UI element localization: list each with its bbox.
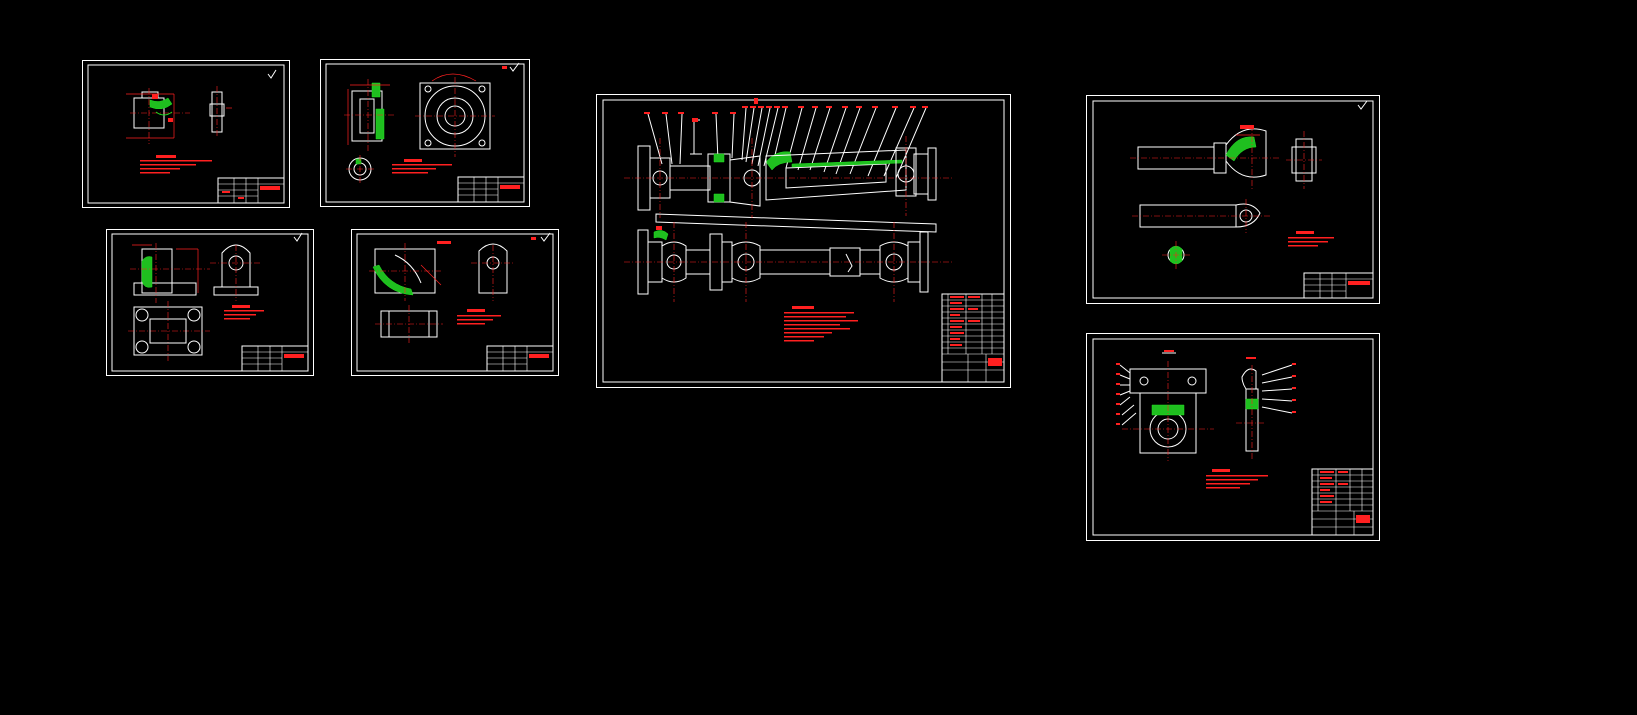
main-assembly-drawing (596, 94, 1011, 388)
drawing-sheet-c[interactable] (106, 229, 314, 376)
roughness-symbol-icon (267, 69, 277, 79)
drawing-sheet-main-assembly[interactable] (596, 94, 1011, 388)
check-mark-icon (531, 232, 551, 242)
sheet-a-drawing (82, 60, 290, 208)
drawing-sheet-b[interactable] (320, 59, 530, 207)
sheet-f-drawing (1086, 333, 1380, 541)
sheet-c-drawing (106, 229, 314, 376)
check-mark-icon (502, 62, 520, 72)
sheet-d-drawing (351, 229, 559, 376)
roughness-symbol-icon (1357, 100, 1368, 110)
drawing-sheet-f[interactable] (1086, 333, 1380, 541)
drawing-sheet-d[interactable] (351, 229, 559, 376)
drawing-sheet-e[interactable] (1086, 95, 1380, 304)
sheet-b-drawing (320, 59, 530, 207)
roughness-symbol-icon (293, 232, 303, 242)
drawing-sheet-a[interactable] (82, 60, 290, 208)
sheet-e-drawing (1086, 95, 1380, 304)
